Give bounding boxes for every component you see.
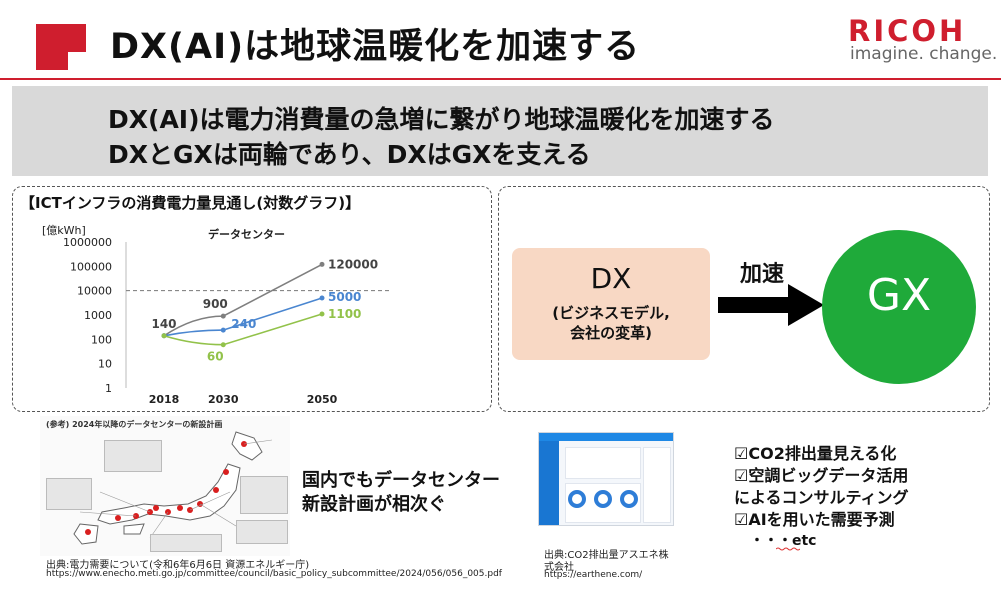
source-url-2: https://earthene.com/ — [544, 570, 643, 580]
map-callout — [240, 476, 288, 514]
data-point — [319, 295, 325, 301]
dashboard-topbar — [539, 433, 673, 441]
data-label: 140 — [151, 317, 176, 331]
spellcheck-underline — [776, 547, 800, 551]
y-tick-label: 1 — [105, 382, 112, 395]
solution-item: ☑AIを用いた需要予測 — [734, 510, 895, 529]
brand-tagline: imagine. change. — [850, 44, 998, 64]
y-tick-label: 10 — [98, 358, 112, 371]
dx-box — [512, 248, 710, 360]
donut-chart-icon — [568, 490, 638, 508]
chart-heading: 【ICTインフラの消費電力量見通し(対数グラフ)】 — [20, 194, 361, 212]
key-message-banner — [12, 86, 988, 176]
dashboard-sidebar — [539, 441, 559, 525]
solution-item: ☑空調ビッグデータ活用 — [734, 466, 909, 485]
gx-label: GX — [866, 270, 932, 321]
data-label: 60 — [207, 350, 224, 364]
brand-logo: RICOH — [848, 14, 967, 48]
power-consumption-chart: データセンター [億kWh] 1000000 100000 10000 1000 100… — [42, 224, 390, 406]
source-url-1: https://www.enecho.meti.go.jp/committee/… — [46, 569, 502, 579]
dashboard-card — [565, 447, 641, 479]
data-label: 120000 — [328, 257, 378, 271]
y-tick-label: 10000 — [77, 285, 112, 298]
map-caption: (参考) 2024年以降のデータセンターの新設計画 — [46, 420, 223, 429]
y-tick-label: 100 — [91, 333, 112, 346]
dx-title: DX — [590, 262, 632, 295]
dashboard-table — [643, 447, 671, 523]
x-tick-label: 2050 — [307, 393, 338, 406]
solution-item: ☑CO2排出量見える化 — [734, 444, 897, 463]
co2-dashboard-screenshot — [538, 432, 674, 526]
chart-panel — [12, 186, 492, 412]
y-axis-label: [億kWh] — [42, 224, 86, 237]
dx-subtitle-2: 会社の変革) — [570, 324, 652, 342]
data-label: 1100 — [328, 307, 361, 321]
slide-title: DX(AI)は地球温暖化を加速する — [110, 27, 641, 67]
data-label: 900 — [203, 297, 228, 311]
dx-subtitle-1: (ビジネスモデル, — [552, 304, 670, 322]
source-citation-2: 出典:CO2排出量アスエネ株 — [544, 550, 669, 561]
data-point — [220, 313, 226, 319]
map-callout — [236, 520, 288, 544]
map-callout — [46, 478, 92, 510]
gx-circle — [822, 230, 976, 384]
data-label: 5000 — [328, 290, 361, 304]
accelerate-label: 加速 — [740, 262, 785, 287]
datacenter-note-line-2: 新設計画が相次ぐ — [302, 494, 446, 515]
y-tick-label: 1000000 — [63, 236, 112, 249]
data-point — [319, 261, 325, 267]
data-point — [220, 327, 226, 333]
data-point — [220, 342, 226, 348]
source-citation-1: 出典:電力需要について(令和6年6月6日 資源エネルギー庁) — [46, 560, 310, 571]
data-point — [161, 333, 167, 339]
x-tick-label: 2030 — [208, 393, 239, 406]
datacenter-map-image: (参考) 2024年以降のデータセンターの新設計画 — [40, 416, 290, 556]
map-callout — [150, 534, 222, 552]
datacenter-note-line-1: 国内でもデータセンター — [302, 470, 500, 491]
solution-item: によるコンサルティング — [734, 488, 909, 507]
data-point — [319, 311, 325, 317]
logo-mark-notch — [68, 52, 86, 70]
dashboard-card — [565, 483, 641, 523]
chart-title: データセンター — [208, 227, 285, 241]
source-citation-2-cont: 式会社 — [544, 562, 574, 573]
y-tick-label: 100000 — [70, 260, 112, 273]
y-tick-label: 1000 — [84, 309, 112, 322]
key-message-line-1: DX(AI)は電力消費量の急増に繋がり地球温暖化を加速する — [108, 105, 775, 134]
title-divider — [0, 78, 1001, 80]
key-message-line-2: DXとGXは両輪であり、DXはGXを支える — [108, 140, 591, 169]
data-label: 240 — [231, 317, 256, 331]
map-callout — [104, 440, 162, 472]
x-tick-label: 2018 — [149, 393, 180, 406]
solution-etc: ・・・etc — [750, 533, 817, 549]
japan-map-icon — [73, 431, 273, 545]
dx-gx-panel — [498, 186, 990, 412]
arrow-right-icon — [718, 284, 824, 326]
